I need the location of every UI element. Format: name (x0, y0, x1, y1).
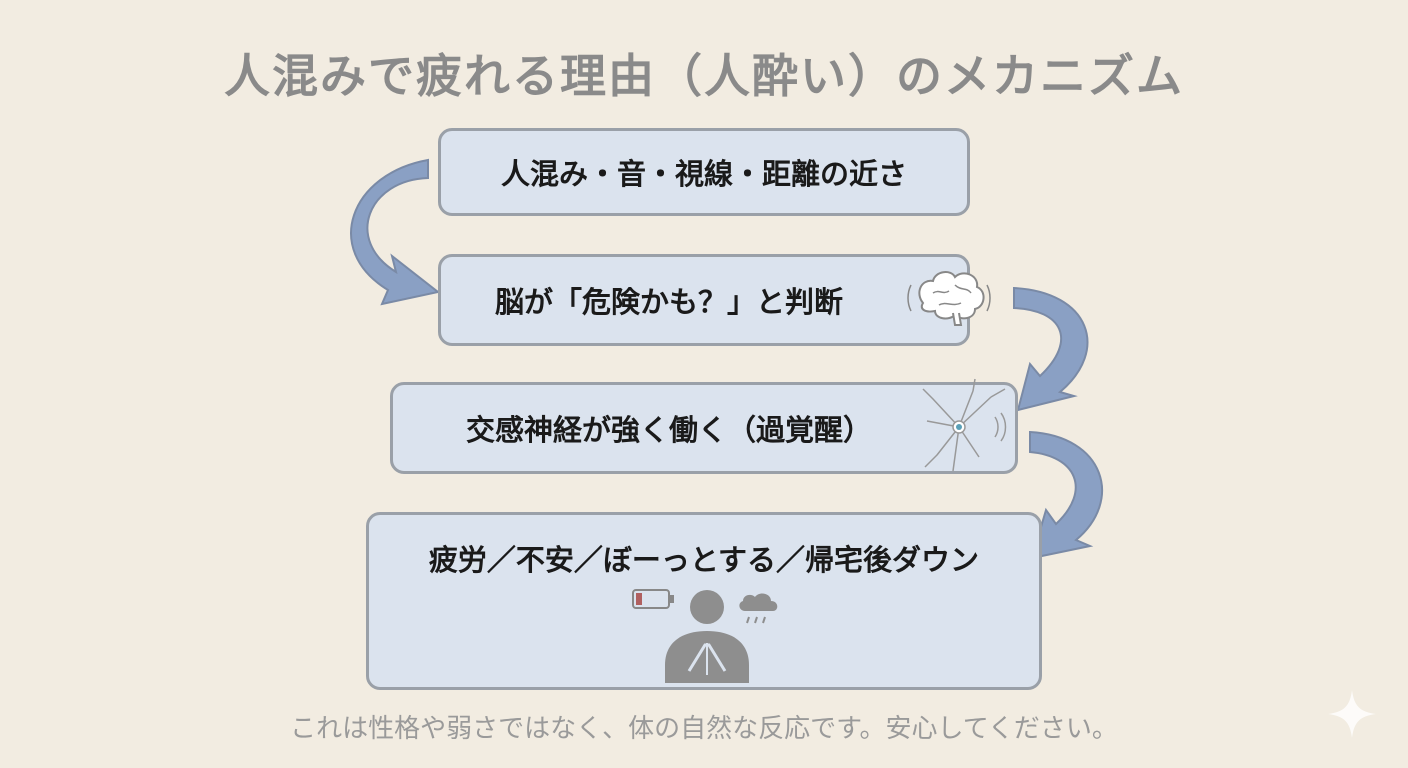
flow-arrow-3 (1029, 430, 1103, 560)
step-1-label: 人混み・音・視線・距離の近さ (500, 157, 907, 191)
footer-note: これは性格や弱さではなく、体の自然な反応です。安心してください。 (290, 714, 1118, 744)
step-box-4: 疲労／不安／ぼーっとする／帰宅後ダウン (366, 512, 1042, 690)
sparkle-icon (1328, 690, 1376, 738)
flow-arrow-1 (350, 158, 441, 306)
brain-icon (907, 271, 991, 326)
step-2-label: 脳が「危険かも？」と判断 (494, 285, 843, 319)
flow-arrow-2 (1013, 286, 1089, 412)
page-title: 人混みで疲れる理由（人酔い）のメカニズム (224, 49, 1184, 103)
rain-cloud-icon (739, 593, 778, 624)
step-box-1: 人混み・音・視線・距離の近さ (438, 128, 970, 216)
person-praying-icon (665, 590, 749, 683)
step-box-2: 脳が「危険かも？」と判断 (438, 254, 991, 346)
step-box-3: 交感神経が強く働く（過覚醒） (390, 378, 1018, 474)
step-3-label: 交感神経が強く働く（過覚醒） (465, 413, 872, 447)
neuron-icon (922, 378, 1007, 472)
low-battery-icon (632, 589, 674, 609)
step-4-label: 疲労／不安／ぼーっとする／帰宅後ダウン (428, 543, 980, 577)
